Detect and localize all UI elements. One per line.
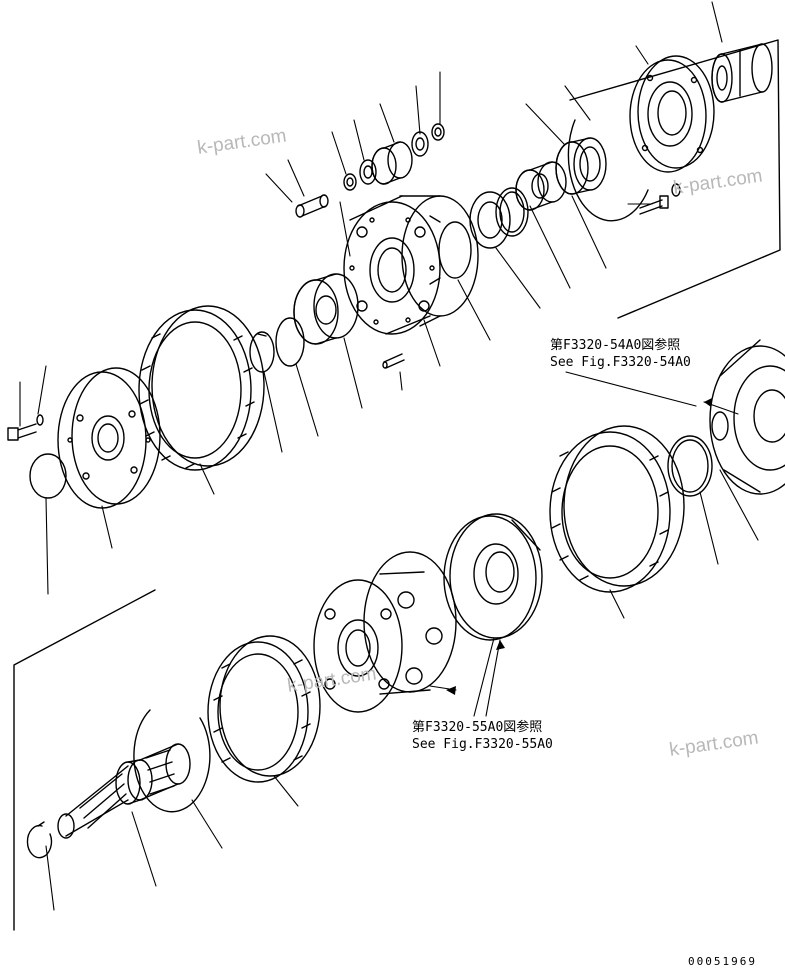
group-boundary-upper [569, 39, 781, 319]
reference-upper-en: See Fig.F3320-54A0 [550, 355, 691, 370]
part-pin-small [382, 353, 405, 369]
part-snap-ring-lower-left [133, 709, 211, 813]
part-end-cover [57, 367, 161, 509]
part-snap-ring-lower [667, 435, 713, 497]
part-bolt-end-cover [7, 414, 44, 441]
group-boundary-lower [13, 589, 156, 931]
reference-upper-ja: 第F3320-54A0図参照 [550, 338, 681, 353]
part-ring-gear-lower-right [549, 425, 685, 593]
reference-lower-ja: 第F3320-55A0図参照 [412, 720, 543, 735]
part-circlip [26, 821, 53, 859]
part-shaft-pin [295, 194, 329, 218]
part-ring-gear-lower-left [207, 635, 321, 783]
part-ring-gear-upper [138, 305, 265, 471]
part-planet-carrier-lower [313, 551, 457, 713]
reference-lower-en: See Fig.F3320-55A0 [412, 737, 553, 752]
part-snap-ring-large [567, 119, 649, 222]
document-number: 00051969 [688, 955, 757, 968]
part-washer-2 [431, 123, 445, 141]
part-gear-small [371, 141, 413, 185]
part-housing-right [709, 339, 785, 495]
part-disc-plate-lower [443, 513, 543, 641]
reference-arrows [446, 398, 712, 695]
part-bearing-small-2 [411, 131, 429, 157]
part-carrier-plate-top [629, 55, 715, 173]
part-bearing-small-1 [359, 159, 377, 185]
part-splined-shaft [57, 743, 191, 839]
part-bearing-race [555, 137, 607, 195]
leader-lines [19, 1, 759, 911]
part-washer-1 [343, 173, 357, 191]
part-bearing-top-right [711, 43, 773, 103]
part-ring-pair [249, 317, 305, 373]
part-snap-ring [495, 187, 529, 237]
part-o-ring [29, 453, 67, 499]
part-needle-bearing [515, 161, 567, 211]
part-planet-carrier-upper [343, 195, 479, 335]
part-planet-gear-upper [293, 273, 359, 345]
